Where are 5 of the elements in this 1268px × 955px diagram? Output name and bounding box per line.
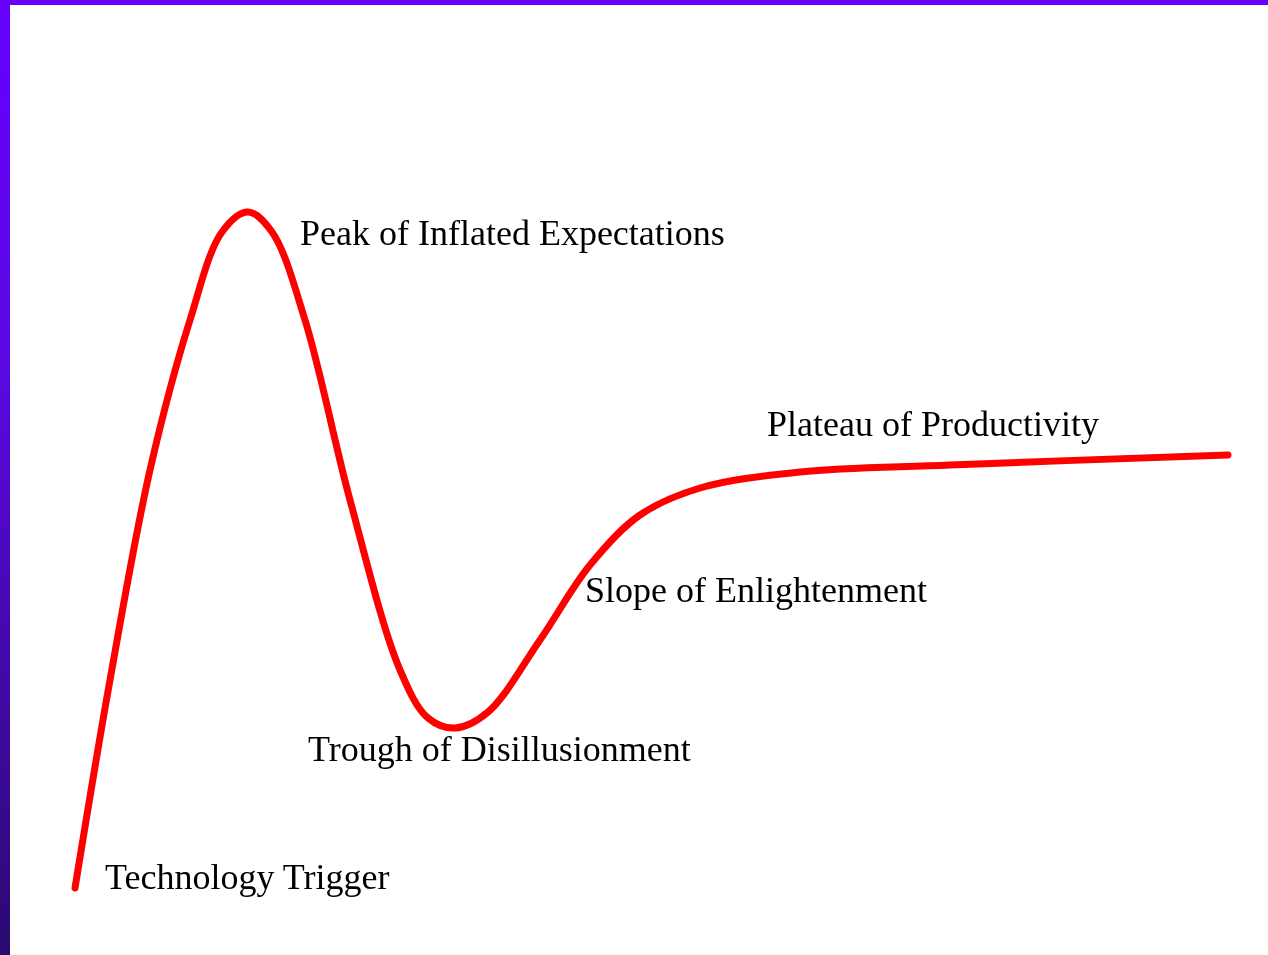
phase-label: Plateau of Productivity — [767, 404, 1099, 444]
phase-label: Peak of Inflated Expectations — [300, 213, 725, 253]
phase-label: Trough of Disillusionment — [308, 729, 691, 769]
phase-label: Technology Trigger — [105, 857, 390, 897]
phase-label: Slope of Enlightenment — [585, 570, 927, 610]
